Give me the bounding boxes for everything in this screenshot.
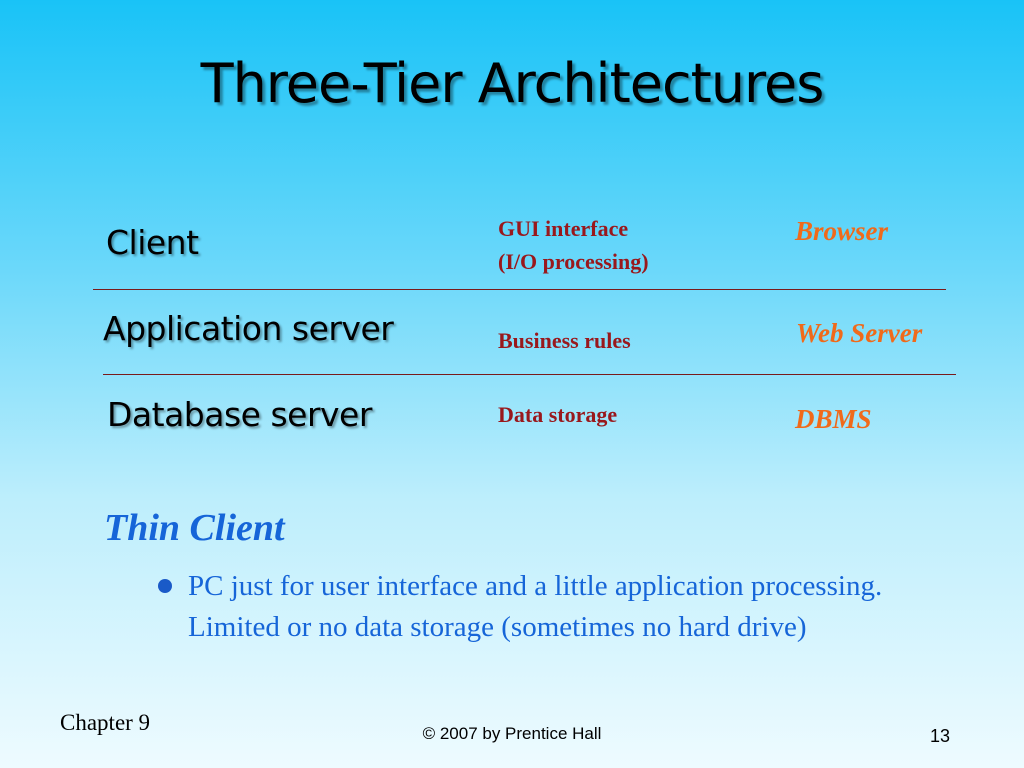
slide-title: Three-Tier Architectures [200,52,825,115]
tier-label-database-server: Database server [107,395,372,434]
bullet-dot-icon [158,579,172,593]
tier-role-database-server-line-1: Data storage [498,402,618,427]
thin-client-heading: Thin Client [104,507,285,549]
tier-product-application-server: Web Server [796,318,923,348]
tier-product-database-server: DBMS [795,404,872,434]
tier-divider-2 [103,374,956,375]
tier-role-client-line-2: (I/O processing) [498,249,649,274]
thin-client-bullet: PC just for user interface and a little … [188,570,883,643]
tier-label-client: Client [106,223,199,262]
footer-chapter: Chapter 9 [60,710,151,735]
tier-divider-1 [93,289,946,290]
tier-role-application-server: Business rules [498,324,631,357]
tier-role-client-line-1: GUI interface [498,216,629,241]
tier-role-client: GUI interface (I/O processing) [498,212,649,278]
tier-role-application-server-line-1: Business rules [498,328,631,353]
tier-label-application-server: Application server [103,309,394,348]
tier-role-database-server: Data storage [498,398,617,431]
tier-product-client: Browser [795,216,889,246]
footer-copyright: © 2007 by Prentice Hall [422,724,602,743]
footer-page-number: 13 [930,726,951,746]
